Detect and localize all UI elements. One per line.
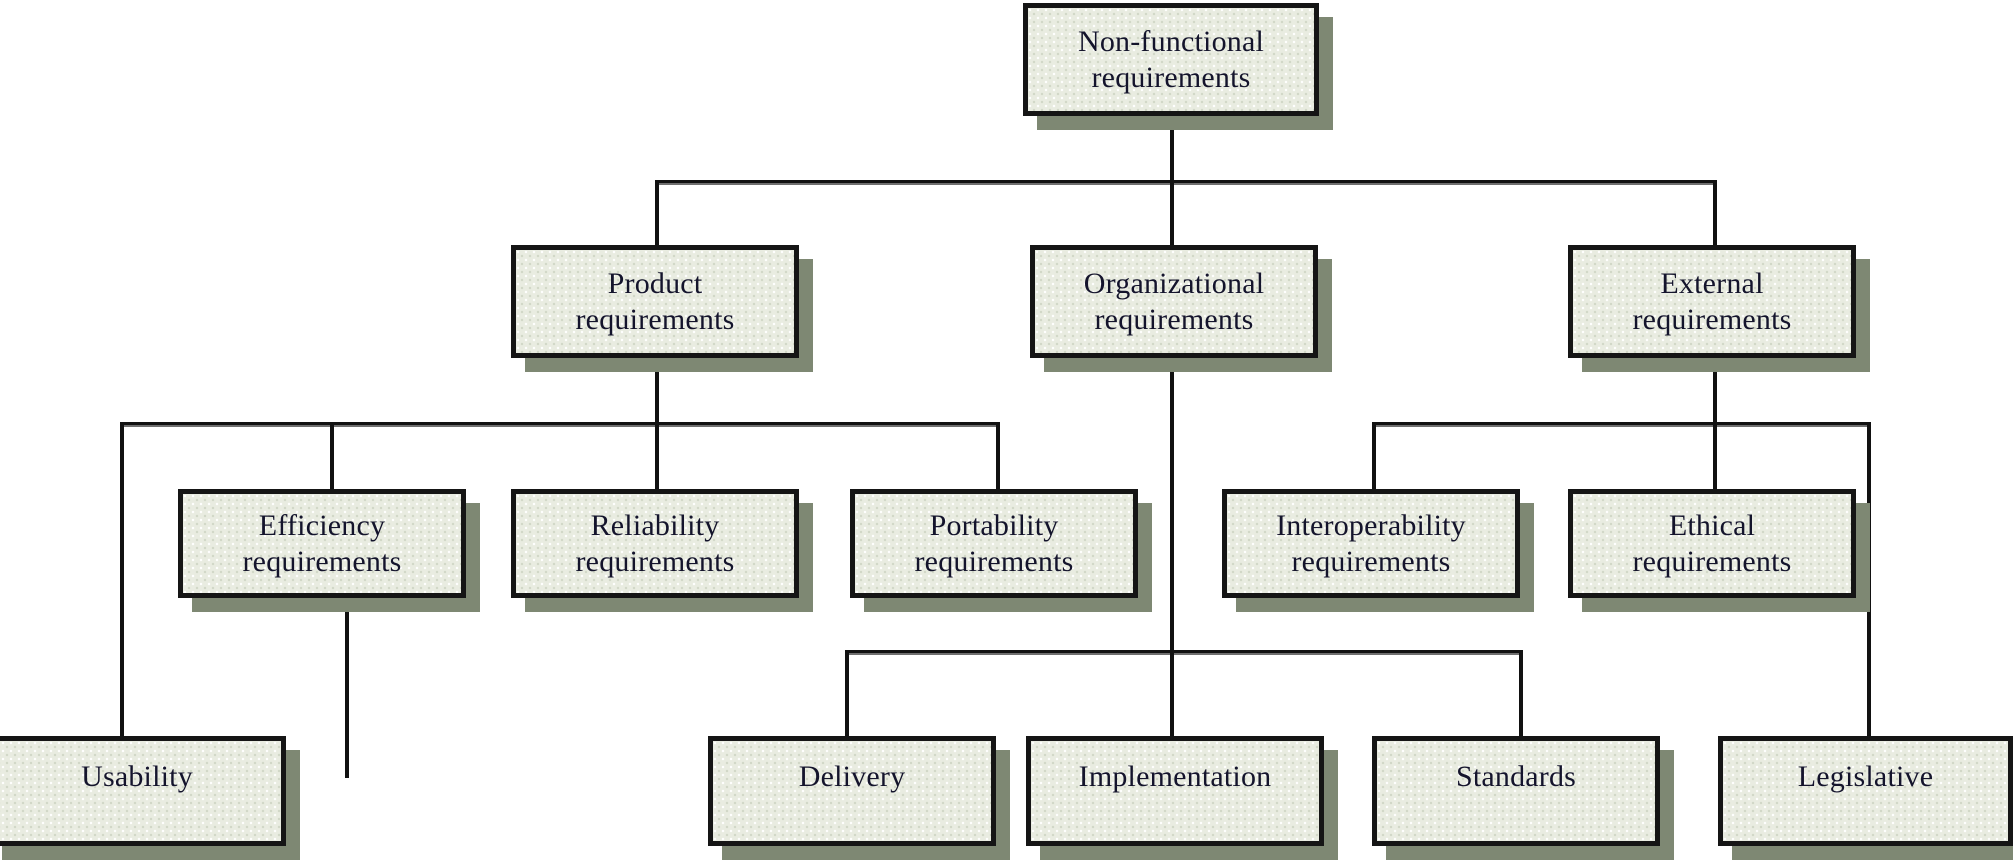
edge-bus-organizational [845,650,1523,655]
node-reliability-requirements[interactable]: Reliability requirements [511,489,813,612]
node-body: Reliability requirements [511,489,799,598]
node-body: Interoperability requirements [1222,489,1520,598]
edge-drop-ethical [1713,422,1717,490]
edge-drop-usability [120,422,124,742]
node-label-line2: requirements [575,544,735,578]
node-efficiency-requirements[interactable]: Efficiency requirements [178,489,480,612]
node-standards[interactable]: Standards [1372,736,1674,860]
node-label-line2: requirements [1094,302,1254,336]
node-legislative[interactable]: Legislative [1718,736,2013,860]
nonfunctional-requirements-tree: Non-functional requirements Product requ… [0,3,2013,860]
edge-drop-reliability [655,422,659,490]
node-label-line1: Interoperability [1276,508,1466,542]
node-label-line1: Portability [929,508,1059,542]
edge-drop-efficiency [330,422,334,490]
edge-drop-portability [996,422,1000,490]
node-body: Efficiency requirements [178,489,466,598]
node-label-line1: Usability [81,760,193,793]
edge-bus-level1 [655,180,1717,185]
node-organizational-requirements[interactable]: Organizational requirements [1030,245,1332,372]
edge-product-stem [655,358,659,426]
node-body: Ethical requirements [1568,489,1856,598]
node-product-requirements[interactable]: Product requirements [511,245,813,372]
node-non-functional-requirements[interactable]: Non-functional requirements [1023,3,1333,130]
node-body: Portability requirements [850,489,1138,598]
node-interoperability-requirements[interactable]: Interoperability requirements [1222,489,1534,612]
node-label-line1: Efficiency [258,508,386,542]
node-label-line2: requirements [242,544,402,578]
node-portability-requirements[interactable]: Portability requirements [850,489,1152,612]
node-label-line2: requirements [1632,302,1792,336]
node-body: Delivery [708,736,996,846]
node-label-line1: Ethical [1668,508,1756,542]
edge-efficiency-stem [345,598,349,778]
edge-drop-implementation [1170,650,1174,738]
node-label-line1: Product [607,266,703,300]
node-body: Legislative [1718,736,2013,846]
edge-drop-product [655,180,659,246]
node-body: Organizational requirements [1030,245,1318,358]
node-ethical-requirements[interactable]: Ethical requirements [1568,489,1870,612]
node-body: Usability [0,736,286,846]
edge-drop-delivery [845,650,849,738]
node-body: Non-functional requirements [1023,3,1319,116]
node-implementation[interactable]: Implementation [1026,736,1338,860]
edge-external-stem [1713,358,1717,426]
node-usability[interactable]: Usability [0,736,300,860]
edge-drop-organizational [1170,180,1174,246]
node-body: Implementation [1026,736,1324,846]
node-label-line2: requirements [1291,544,1451,578]
edge-root-stem [1170,116,1174,182]
node-external-requirements[interactable]: External requirements [1568,245,1870,372]
node-delivery[interactable]: Delivery [708,736,1010,860]
node-body: Standards [1372,736,1660,846]
edge-bus-product [120,422,1000,427]
node-body: Product requirements [511,245,799,358]
node-label-line1: Delivery [798,760,906,793]
edge-organizational-stem [1170,358,1174,652]
node-label-line1: Legislative [1797,760,1934,793]
node-label-line1: External [1660,266,1764,300]
edge-drop-interoperability [1372,422,1376,490]
node-label-line1: Implementation [1078,760,1272,793]
node-label-line1: Non-functional [1077,24,1265,58]
node-label-line1: Reliability [590,508,720,542]
edge-bus-external [1372,422,1871,427]
node-label-line1: Standards [1455,760,1577,793]
edge-drop-standards [1519,650,1523,738]
node-label-line2: requirements [575,302,735,336]
node-label-line1: Organizational [1083,266,1265,300]
node-label-line2: requirements [914,544,1074,578]
node-label-line2: requirements [1632,544,1792,578]
node-body: External requirements [1568,245,1856,358]
edge-drop-external [1713,180,1717,246]
node-label-line2: requirements [1091,60,1251,94]
